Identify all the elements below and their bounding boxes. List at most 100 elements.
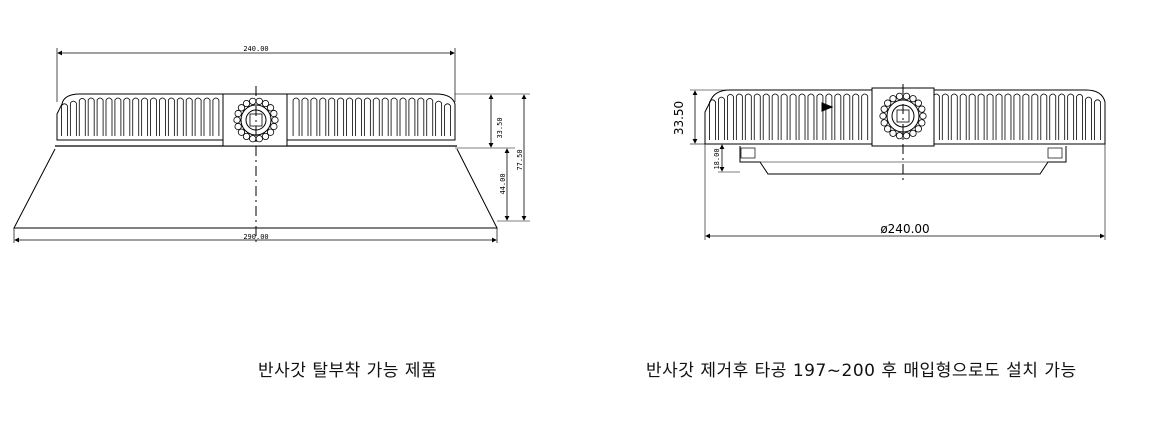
gland-tooth	[270, 122, 278, 131]
heatsink-fin	[408, 97, 416, 136]
gland-tooth	[261, 132, 270, 141]
gland-tooth	[902, 132, 911, 140]
heatsink-fin	[1049, 93, 1057, 140]
gland-tooth	[261, 99, 270, 108]
left-heatsink-body	[56, 93, 456, 141]
gland-tooth	[909, 95, 917, 103]
heatsink-fin	[852, 93, 860, 140]
gland-tooth	[234, 122, 242, 131]
left-lamp-view	[13, 48, 530, 244]
right-caption: 반사갓 제거후 타공 197~200 후 매입형으로도 설치 가능	[646, 361, 1077, 381]
right-direction-marker	[821, 102, 834, 112]
heatsink-fin	[780, 93, 788, 140]
heatsink-fin	[185, 97, 193, 136]
gland-tooth	[919, 112, 927, 120]
heatsink-fin	[444, 103, 451, 136]
heatsink-fin	[96, 97, 104, 136]
gland-tooth	[884, 125, 892, 133]
left-bottom-width-label: 290.00	[243, 233, 268, 241]
gland-tooth	[242, 132, 251, 141]
heatsink-fin	[426, 97, 434, 136]
gland-tooth	[918, 119, 926, 127]
heatsink-fin	[744, 93, 752, 140]
heatsink-fin	[1013, 93, 1021, 140]
heatsink-fin	[977, 93, 985, 140]
gland-tooth	[889, 95, 897, 103]
heatsink-fin	[1004, 93, 1012, 140]
gland-tooth	[237, 104, 246, 112]
right-bracket-height-label: 18.00	[713, 148, 721, 169]
gland-tooth	[234, 109, 242, 118]
left-body-height-label: 33.50	[496, 117, 504, 138]
heatsink-fin	[861, 93, 869, 140]
heatsink-fin	[319, 97, 327, 136]
heatsink-fin	[105, 97, 113, 136]
heatsink-fin	[807, 93, 815, 140]
heatsink-fin	[834, 93, 842, 140]
heatsink-fin	[435, 100, 443, 136]
heatsink-fin	[950, 93, 958, 140]
heatsink-fin	[1031, 93, 1039, 140]
heatsink-fin	[176, 97, 184, 136]
heatsink-fin	[1058, 93, 1066, 140]
heatsink-fin	[372, 97, 380, 136]
gland-tooth	[879, 112, 887, 120]
gland-tooth	[249, 135, 257, 143]
heatsink-fin	[762, 93, 770, 140]
left-total-height-label: 77.50	[516, 149, 524, 170]
gland-tooth	[233, 116, 241, 124]
heatsink-fin	[1076, 93, 1084, 140]
gland-tooth	[271, 116, 279, 124]
heatsink-fin	[789, 93, 797, 140]
heatsink-fin	[346, 97, 353, 136]
heatsink-fin	[995, 93, 1003, 140]
heatsink-fin	[150, 97, 157, 136]
gland-tooth	[895, 132, 904, 140]
heatsink-fin	[69, 100, 77, 136]
gland-tooth	[889, 129, 897, 137]
heatsink-fin	[941, 93, 949, 140]
gland-tooth	[880, 105, 888, 113]
heatsink-fin	[141, 97, 149, 136]
heatsink-fin	[1067, 93, 1075, 140]
heatsink-fin	[212, 97, 220, 136]
heatsink-fin	[381, 97, 389, 136]
heatsink-fin	[735, 93, 743, 140]
heatsink-fin	[753, 93, 761, 140]
heatsink-fin	[194, 97, 202, 136]
heatsink-fin	[1022, 93, 1030, 140]
heatsink-fin	[310, 97, 318, 136]
heatsink-fin	[399, 97, 407, 136]
gland-tooth	[270, 109, 278, 118]
heatsink-fin	[301, 97, 309, 136]
right-heatsink-fins	[709, 93, 1101, 140]
heatsink-fin	[968, 93, 976, 140]
heatsink-fin	[709, 99, 716, 140]
left-top-width-label: 240.00	[243, 45, 268, 53]
gland-tooth	[880, 119, 888, 127]
heatsink-fin	[114, 97, 122, 136]
heatsink-fin	[132, 97, 140, 136]
right-diameter-label: ø240.00	[880, 222, 929, 236]
heatsink-fin	[78, 97, 86, 136]
heatsink-fin	[798, 93, 806, 140]
heatsink-fin	[1094, 99, 1101, 140]
heatsink-fin	[167, 97, 175, 136]
gland-tooth	[266, 128, 275, 136]
heatsink-fin	[726, 93, 734, 140]
heatsink-fin	[1085, 96, 1092, 140]
right-mounting-bracket	[739, 146, 1067, 175]
right-heatsink-body	[704, 89, 1106, 145]
heatsink-fin	[417, 97, 425, 136]
heatsink-fin	[159, 97, 166, 136]
right-lamp-view	[690, 84, 1106, 240]
left-reflector-height-label: 44.00	[499, 173, 507, 194]
gland-tooth	[914, 99, 922, 107]
heatsink-fin	[292, 97, 300, 136]
right-height-label: 33.50	[672, 101, 686, 135]
heatsink-fin	[363, 97, 371, 136]
heatsink-fin	[816, 93, 824, 140]
heatsink-fin	[843, 93, 851, 140]
heatsink-fin	[337, 97, 345, 136]
